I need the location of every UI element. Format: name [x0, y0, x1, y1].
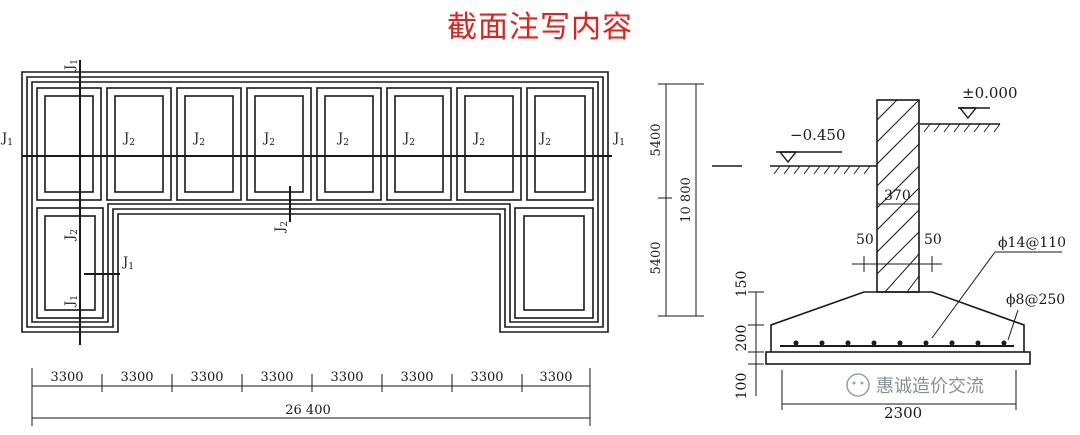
svg-text:J1: J1: [63, 295, 80, 308]
svg-text:3300: 3300: [470, 370, 503, 385]
svg-text:5400: 5400: [649, 123, 664, 156]
section-labels: J1 J1 J2 J2 J2 J2 J2 J2 J2 J1 J1 J2 J1 J…: [0, 59, 625, 308]
elevation-labels: 5400 5400 10 800: [649, 123, 694, 274]
svg-text:J1: J1: [121, 255, 134, 272]
svg-text:J2: J2: [122, 131, 135, 148]
svg-text:J2: J2: [472, 131, 485, 148]
soil-hatch: [773, 123, 1001, 175]
chat-bubble-icon: [846, 373, 870, 397]
rebar-main-label: ϕ14@110: [998, 235, 1066, 251]
rebar-dist-label: ϕ8@250: [1006, 292, 1065, 308]
page-title: 截面注写内容: [447, 10, 633, 45]
grade-top-label: ±0.000: [962, 84, 1018, 102]
pad-right-leg-outer: [514, 207, 594, 319]
grade-lines: [712, 107, 1000, 167]
svg-text:100: 100: [734, 373, 750, 400]
pad-right-leg-inner: [523, 215, 585, 311]
svg-text:J1: J1: [63, 59, 80, 72]
svg-text:26 400: 26 400: [285, 403, 331, 418]
pad-left-leg-outer: [36, 207, 104, 319]
section-labels-text: ±0.000 −0.450 ϕ14@110 ϕ8@250: [790, 84, 1066, 308]
svg-text:370: 370: [884, 188, 911, 204]
elevation-dimensions: [658, 83, 704, 317]
foundation-section: [765, 99, 1031, 365]
section-dimensions: [748, 198, 1062, 410]
svg-text:3300: 3300: [50, 370, 83, 385]
section-cut-lines: [22, 60, 612, 345]
svg-text:J2: J2: [63, 229, 80, 242]
svg-text:3300: 3300: [330, 370, 363, 385]
svg-text:5400: 5400: [649, 241, 664, 274]
svg-text:200: 200: [734, 325, 750, 352]
svg-text:J2: J2: [273, 221, 290, 234]
section-dimension-labels: 370 50 50 150 200 100 2300: [734, 188, 942, 422]
svg-text:3300: 3300: [260, 370, 293, 385]
svg-text:3300: 3300: [400, 370, 433, 385]
svg-text:J2: J2: [538, 131, 551, 148]
svg-text:50: 50: [856, 232, 874, 248]
plan-outline-1: [21, 71, 609, 333]
plan-outline-2: [26, 76, 604, 328]
svg-text:150: 150: [734, 271, 750, 298]
svg-text:J2: J2: [192, 131, 205, 148]
svg-text:10 800: 10 800: [679, 177, 694, 223]
rebar-dots: [793, 340, 1007, 346]
svg-text:J2: J2: [262, 131, 275, 148]
watermark: 惠诚造价交流: [846, 373, 984, 397]
wall-hatch: [876, 99, 920, 293]
plan-dimension-labels: 3300 3300 3300 3300 3300 3300 3300 3300 …: [50, 370, 572, 418]
svg-text:J1: J1: [612, 131, 625, 148]
svg-text:2300: 2300: [884, 404, 922, 422]
svg-text:3300: 3300: [190, 370, 223, 385]
grade-low-label: −0.450: [790, 126, 846, 144]
svg-text:惠诚造价交流: 惠诚造价交流: [876, 376, 984, 397]
svg-text:50: 50: [924, 232, 942, 248]
svg-text:J2: J2: [336, 131, 349, 148]
pad-left-leg-inner: [44, 215, 96, 311]
plan-dimensions: [31, 368, 591, 426]
svg-text:J2: J2: [402, 131, 415, 148]
svg-text:3300: 3300: [120, 370, 153, 385]
svg-text:3300: 3300: [539, 370, 572, 385]
svg-text:J1: J1: [0, 131, 13, 148]
plan-outline-3: [31, 81, 599, 323]
pad-row-top: [36, 87, 594, 201]
